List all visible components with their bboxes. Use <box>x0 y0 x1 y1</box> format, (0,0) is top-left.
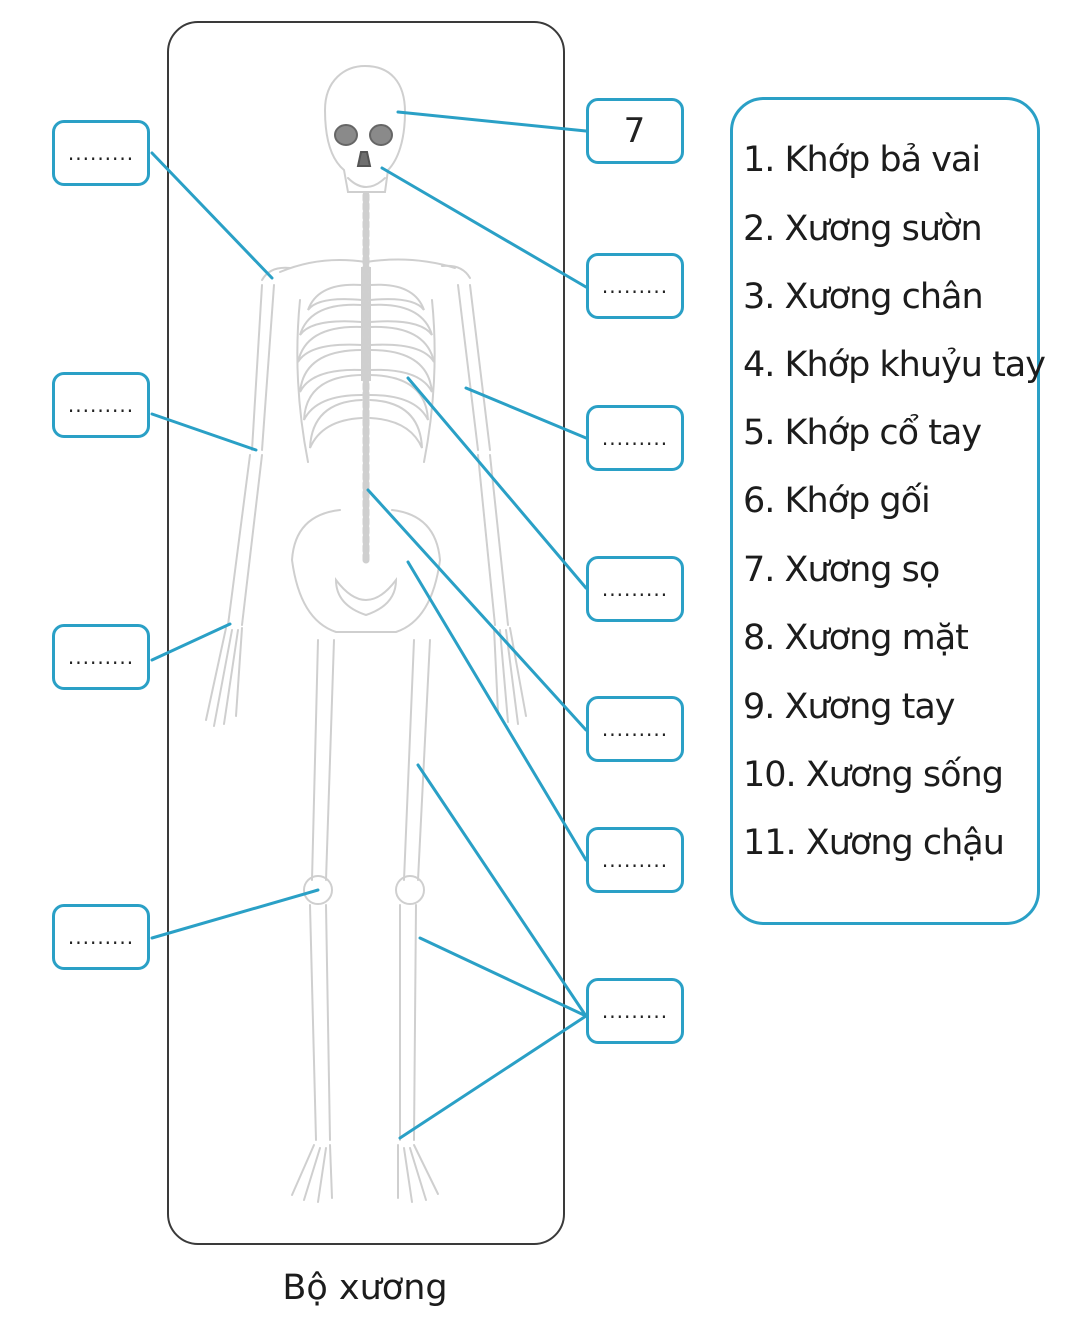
foot-left <box>291 1144 333 1203</box>
tibia-right <box>399 904 417 1141</box>
legend-item: 7. Xương sọ <box>743 550 940 590</box>
knee-right <box>395 875 425 905</box>
forearm-left <box>227 454 263 626</box>
leader-shoulder <box>150 151 274 280</box>
leader-skull <box>396 110 588 133</box>
answer-box-right-4[interactable]: ......... <box>586 556 684 622</box>
sternum <box>361 267 371 381</box>
humerus-right <box>457 284 491 451</box>
hand-right <box>493 627 527 725</box>
femur-left <box>311 639 335 881</box>
pelvis-inner <box>334 577 398 617</box>
leader-elbow-right <box>464 386 588 440</box>
leader-elbow-left <box>150 412 258 452</box>
answer-box-left-2[interactable]: ......... <box>52 372 150 438</box>
leader-ribs <box>406 376 588 590</box>
legend-item: 8. Xương mặt <box>743 618 969 658</box>
legend-item: 3. Xương chân <box>743 277 984 317</box>
answer-box-left-4[interactable]: ......... <box>52 904 150 970</box>
knee-left <box>303 875 333 905</box>
leader-lines <box>150 110 588 1140</box>
answer-box-left-1[interactable]: ......... <box>52 120 150 186</box>
shoulder-right <box>441 264 471 279</box>
leader-leg-2 <box>418 936 588 1018</box>
skeleton-frame <box>167 21 565 1245</box>
leader-wrist <box>150 622 232 662</box>
forearm-right <box>477 454 509 626</box>
answer-box-right-7[interactable]: ......... <box>586 978 684 1044</box>
legend-item: 6. Khớp gối <box>743 481 931 521</box>
jaw <box>347 177 386 188</box>
femur-right <box>403 639 431 881</box>
clavicle <box>279 258 456 273</box>
shoulder-left <box>261 266 291 281</box>
legend-item: 9. Xương tay <box>743 687 956 727</box>
leader-spine <box>366 488 588 732</box>
hand-left <box>205 627 243 727</box>
legend-item: 2. Xương sườn <box>743 209 983 249</box>
eye-socket-left <box>334 124 358 146</box>
eye-socket-right <box>369 124 393 146</box>
leader-pelvis <box>406 560 588 862</box>
nasal-cavity <box>356 151 372 167</box>
pelvis <box>290 509 442 633</box>
answer-box-right-1[interactable]: 7 <box>586 98 684 164</box>
answer-box-right-5[interactable]: ......... <box>586 696 684 762</box>
answer-box-left-3[interactable]: ......... <box>52 624 150 690</box>
figure-caption: Bộ xương <box>282 1268 448 1308</box>
skeleton-drawing <box>205 64 527 1203</box>
answer-box-right-3[interactable]: ......... <box>586 405 684 471</box>
leader-leg-3 <box>398 1014 588 1140</box>
foot-right <box>397 1144 439 1203</box>
leader-knee <box>150 888 320 940</box>
rib-cage <box>296 283 436 463</box>
legend-item: 4. Khớp khuỷu tay <box>743 345 1046 385</box>
leader-face <box>380 166 588 289</box>
answer-box-right-2[interactable]: ......... <box>586 253 684 319</box>
legend-item: 10. Xương sống <box>743 755 1004 795</box>
legend-panel: 1. Khớp bả vai 2. Xương sườn 3. Xương ch… <box>730 97 1046 925</box>
leader-leg-1 <box>416 763 588 1018</box>
answer-box-right-6[interactable]: ......... <box>586 827 684 893</box>
tibia-left <box>309 904 331 1141</box>
legend-item: 11. Xương chậu <box>743 823 1005 863</box>
legend-item: 1. Khớp bả vai <box>743 140 981 180</box>
legend-item: 5. Khớp cổ tay <box>743 413 982 453</box>
humerus-left <box>251 284 275 451</box>
